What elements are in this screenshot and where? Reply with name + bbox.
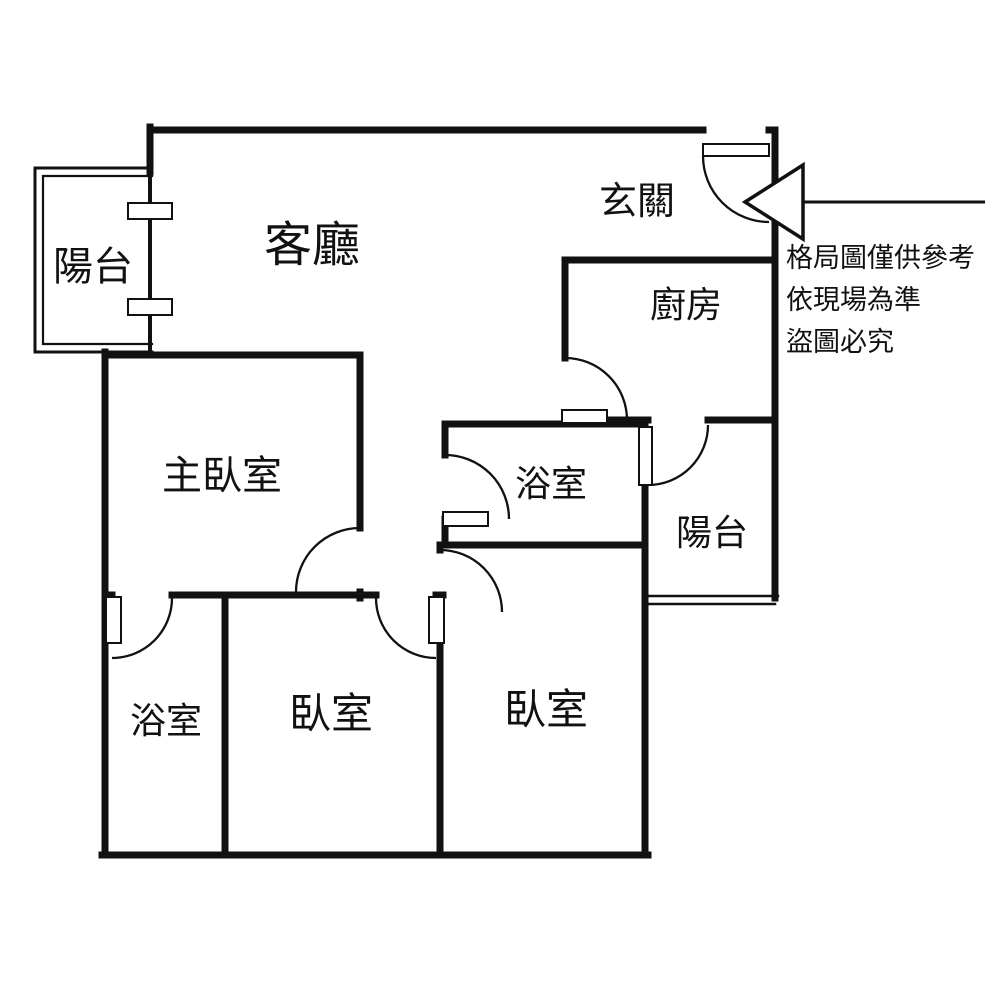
- walls: [98, 123, 779, 859]
- room-label-entrance: 玄關: [599, 181, 675, 223]
- door-arc-kitchen: [564, 356, 629, 421]
- entrance-door-leaf: [702, 143, 770, 157]
- room-label-bathroom-lower: 浴室: [130, 700, 202, 741]
- balcony-left-inner: [41, 174, 154, 346]
- room-label-kitchen: 廚房: [650, 284, 722, 325]
- door-arc-entrance: [701, 155, 770, 224]
- bedroom-middle-door-leaf: [428, 596, 445, 644]
- door-arc-balcony-right: [647, 424, 710, 487]
- door-arc-bath-lower: [111, 597, 174, 660]
- wall-top-right-and-right: [765, 126, 779, 602]
- disclaimer-line-1: 格局圖僅供參考: [786, 243, 975, 273]
- entrance-pointer: [741, 161, 985, 243]
- door-arc-master: [294, 526, 361, 593]
- room-label-balcony-left: 陽台: [53, 245, 133, 289]
- balcony-right-door-leaf: [638, 426, 653, 486]
- bath-upper-door-leaf: [442, 511, 489, 527]
- balcony-left-outer: [33, 166, 154, 354]
- disclaimer-line-3: 盜圖必究: [786, 327, 894, 357]
- disclaimer-line-2: 依現場為準: [786, 285, 921, 315]
- door-leaves: [105, 143, 770, 644]
- door-arc-bath-upper: [444, 453, 511, 520]
- balcony-outlines: [33, 166, 780, 606]
- kitchen-door-leaf: [561, 409, 608, 424]
- balcony-left-slider-top: [127, 202, 173, 220]
- room-labels: 陽台 客廳 玄關 廚房 主臥室 浴室 陽台 浴室 臥室 臥室: [53, 181, 748, 741]
- room-label-bedroom-right: 臥室: [504, 686, 588, 733]
- room-label-master-bedroom: 主臥室: [162, 454, 282, 498]
- left-arrow-icon: [741, 161, 805, 243]
- bath-lower-door-leaf: [105, 596, 122, 644]
- room-label-bedroom-middle: 臥室: [289, 690, 373, 737]
- room-label-balcony-right: 陽台: [676, 512, 748, 553]
- room-label-bathroom-upper: 浴室: [515, 463, 587, 504]
- balcony-left-slider-bottom: [127, 298, 173, 316]
- room-label-living-room: 客廳: [264, 219, 360, 272]
- door-arcs: [111, 155, 770, 660]
- door-arc-bedroom-middle: [374, 597, 437, 660]
- door-arc-bedroom-right: [439, 548, 504, 613]
- disclaimer: 格局圖僅供參考 依現場為準 盜圖必究: [786, 243, 975, 357]
